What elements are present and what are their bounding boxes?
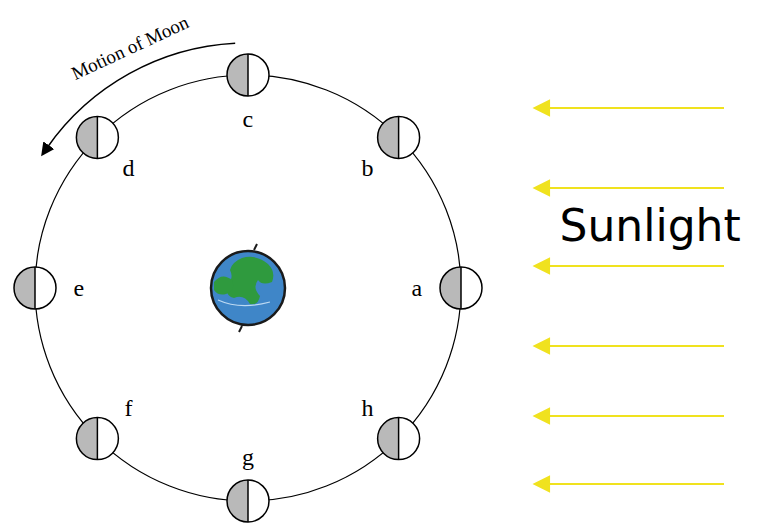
sunlight-arrow [536, 483, 724, 485]
phase-letter: c [243, 106, 254, 132]
moon-icon [227, 54, 269, 96]
orbit-circle [35, 75, 461, 501]
moon-icon [378, 418, 420, 460]
moon-icon [14, 267, 56, 309]
sunlight-arrow [536, 107, 724, 109]
moon-icon [227, 480, 269, 522]
earth-icon [211, 244, 285, 332]
phase-letter: h [362, 395, 374, 421]
phase-letter: d [122, 155, 134, 181]
moon-icon [378, 116, 420, 158]
phase-letter: f [124, 395, 132, 421]
phase-letter: g [242, 444, 254, 470]
moon-icon [76, 418, 118, 460]
moon-icon [440, 267, 482, 309]
sunlight-label: Sunlight [558, 202, 743, 250]
phase-letter: e [74, 275, 85, 301]
sunlight-arrow [536, 345, 724, 347]
sunlight-arrow [536, 265, 724, 267]
sunlight-arrow [536, 187, 724, 189]
phase-letter: b [362, 155, 374, 181]
motion-arrow [47, 43, 235, 147]
phase-letter: a [412, 275, 423, 301]
moon-icon [76, 116, 118, 158]
sunlight-arrow [536, 415, 724, 417]
